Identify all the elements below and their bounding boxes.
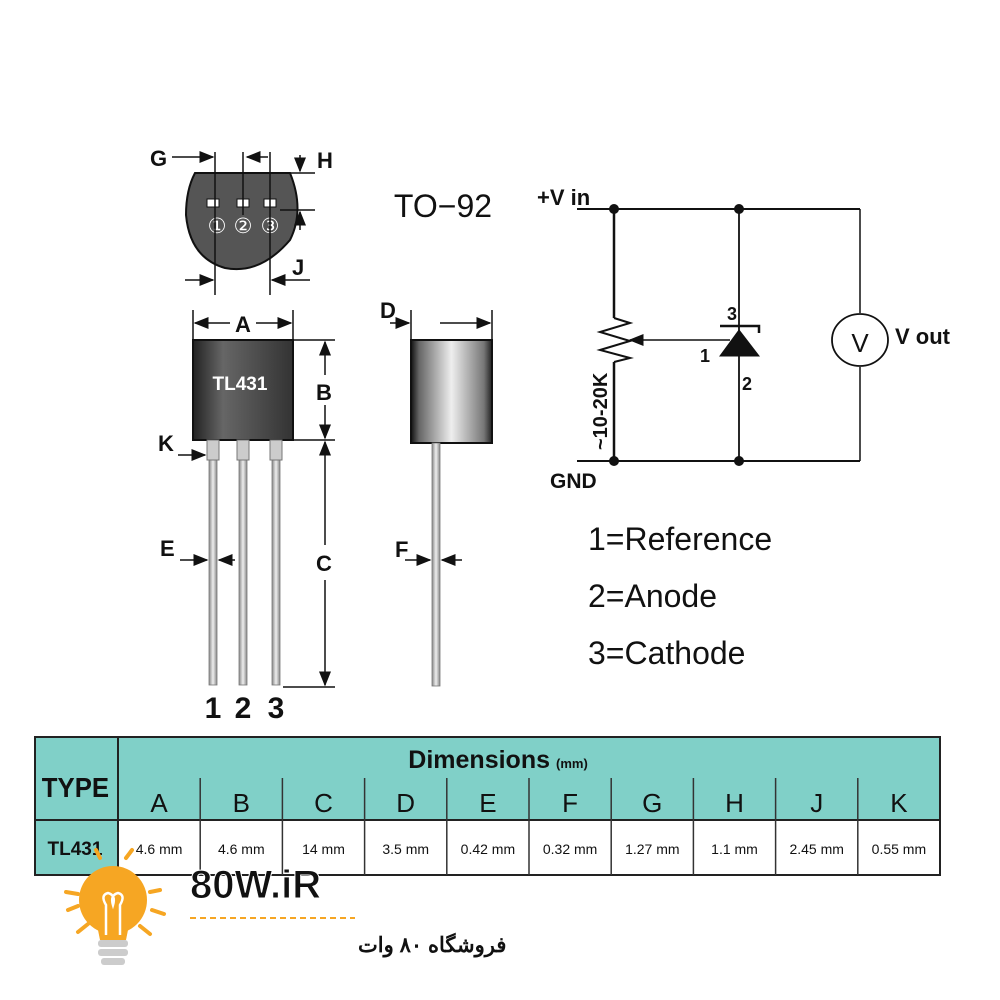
package-name: TO−92 bbox=[394, 188, 492, 224]
top-pin-2: ② bbox=[234, 215, 253, 238]
value-cell-g: 1.27 mm bbox=[625, 841, 679, 857]
dimensions-table: TYPE Dimensions (mm) TL431 A 4.6 mm B 4.6 m… bbox=[34, 736, 941, 876]
column-header-d: D bbox=[396, 788, 415, 818]
value-cell-b: 4.6 mm bbox=[218, 841, 265, 857]
value-cell-h: 1.1 mm bbox=[711, 841, 758, 857]
brand-name: 80W.iR bbox=[190, 863, 321, 907]
value-cell-d: 3.5 mm bbox=[382, 841, 429, 857]
pinout-3: 3=Cathode bbox=[588, 635, 745, 671]
column-header-f: F bbox=[562, 788, 578, 818]
vin-label: +V in bbox=[537, 185, 590, 210]
column-header-k: K bbox=[890, 788, 908, 818]
test-circuit bbox=[577, 204, 889, 466]
value-cell-j: 2.45 mm bbox=[789, 841, 843, 857]
dim-label-c: C bbox=[316, 551, 332, 576]
value-cell-f: 0.32 mm bbox=[543, 841, 597, 857]
pot-label: ~10-20K bbox=[590, 372, 612, 450]
watermark-logo: 80W.iR فروشگاه ۸۰ وات bbox=[64, 848, 506, 965]
value-cell-k: 0.55 mm bbox=[872, 841, 926, 857]
column-header-c: C bbox=[314, 788, 333, 818]
column-header-e: E bbox=[479, 788, 496, 818]
pin-label-ref: 1 bbox=[700, 346, 710, 366]
dim-label-a: A bbox=[235, 312, 251, 337]
value-cell-c: 14 mm bbox=[302, 841, 345, 857]
package-marking: TL431 bbox=[213, 374, 268, 395]
pin-number-1: 1 bbox=[205, 692, 222, 725]
dim-label-b: B bbox=[316, 380, 332, 405]
zener-triangle bbox=[719, 329, 761, 357]
pinout-1: 1=Reference bbox=[588, 521, 772, 557]
voltmeter-icon bbox=[831, 313, 889, 367]
pin-label-anode: 2 bbox=[742, 374, 752, 394]
dim-label-d: D bbox=[380, 298, 396, 323]
column-header-g: G bbox=[642, 788, 662, 818]
value-cell-a: 4.6 mm bbox=[136, 841, 183, 857]
package-top-view: ① ② ③ G H J bbox=[150, 146, 333, 295]
dim-label-e: E bbox=[160, 536, 175, 561]
pin-number-2: 2 bbox=[235, 692, 252, 725]
dim-label-g: G bbox=[150, 146, 167, 171]
dim-label-f: F bbox=[395, 537, 408, 562]
row-type: TL431 bbox=[48, 839, 103, 860]
column-header-a: A bbox=[150, 788, 168, 818]
value-cell-e: 0.42 mm bbox=[461, 841, 515, 857]
type-header: TYPE bbox=[42, 772, 109, 803]
package-side-view: D F bbox=[380, 298, 493, 687]
voltmeter-symbol: V bbox=[851, 328, 869, 358]
column-header-h: H bbox=[725, 788, 744, 818]
dim-label-k: K bbox=[158, 431, 174, 456]
dim-label-h: H bbox=[317, 148, 333, 173]
pinout-2: 2=Anode bbox=[588, 578, 717, 614]
lightbulb-icon bbox=[64, 848, 166, 936]
column-header-b: B bbox=[233, 788, 250, 818]
gnd-label: GND bbox=[550, 470, 597, 493]
table-title: Dimensions bbox=[408, 746, 550, 774]
vout-label: V out bbox=[895, 324, 951, 349]
table-unit: (mm) bbox=[556, 756, 588, 771]
pin-label-cathode: 3 bbox=[727, 304, 737, 324]
brand-tagline: فروشگاه ۸۰ وات bbox=[358, 932, 506, 958]
dim-label-j: J bbox=[292, 255, 304, 280]
package-front-view: TL431 A B C K E 1 2 3 bbox=[158, 310, 335, 725]
pin-number-3: 3 bbox=[268, 692, 285, 725]
column-header-j: J bbox=[810, 788, 823, 818]
top-pin-1: ① bbox=[208, 215, 227, 238]
